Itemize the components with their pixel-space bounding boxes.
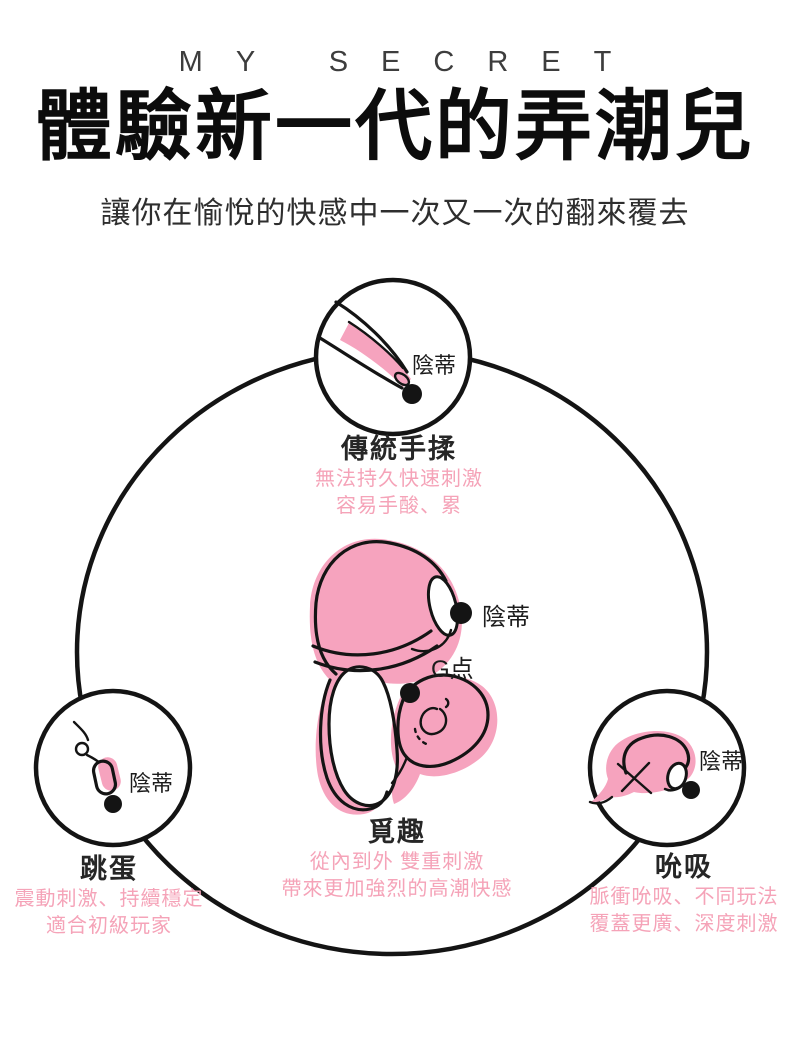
method-desc2-suction: 覆蓋更廣、深度刺激 [589, 913, 779, 935]
clitoris-dot-right [682, 781, 700, 799]
method-desc1-hand: 無法持久快速刺激 [315, 468, 483, 490]
method-caption-egg: 跳蛋 震動刺激、持續穩定 適合初級玩家 [15, 853, 204, 940]
method-desc1-egg: 震動刺激、持續穩定 [14, 888, 204, 910]
method-desc2-egg: 適合初級玩家 [46, 915, 172, 937]
clitoris-label-left: 陰蒂 [129, 771, 174, 796]
clitoris-dot-center [450, 602, 472, 624]
method-desc1-product: 從內到外 雙重刺激 [309, 851, 485, 873]
subtitle: 讓你在愉悅的快感中一次又一次的翻來覆去 [100, 197, 690, 230]
g-spot-label: G点 [431, 656, 474, 683]
method-name-product: 覓趣 [368, 817, 426, 847]
suction-toy-illustration [588, 730, 700, 805]
bullet-vibrator-illustration [72, 720, 122, 813]
method-name-egg: 跳蛋 [80, 854, 138, 884]
method-caption-hand: 傳統手揉 無法持久快速刺激 容易手酸、累 [315, 433, 483, 520]
product-illustration [309, 538, 498, 815]
method-desc1-suction: 脈衝吮吸、不同玩法 [589, 886, 779, 908]
clitoris-dot-top [402, 384, 422, 404]
brand-name: MY SECRET [178, 46, 645, 78]
method-name-suction: 吮吸 [655, 852, 713, 882]
clitoris-label-center: 陰蒂 [482, 604, 530, 631]
method-desc2-hand: 容易手酸、累 [336, 495, 462, 517]
finger-illustration [318, 300, 422, 404]
page-title: 體驗新一代的弄潮兒 [35, 84, 755, 170]
clitoris-label-right: 陰蒂 [699, 749, 744, 774]
g-spot-dot [400, 683, 420, 703]
method-caption-suction: 吮吸 脈衝吮吸、不同玩法 覆蓋更廣、深度刺激 [590, 851, 779, 938]
clitoris-dot-left [104, 795, 122, 813]
method-desc2-product: 帶來更加強烈的高潮快感 [281, 878, 513, 900]
method-name-hand: 傳統手揉 [341, 434, 457, 464]
method-caption-product: 覓趣 從內到外 雙重刺激 帶來更加強烈的高潮快感 [282, 816, 513, 903]
clitoris-label-top: 陰蒂 [412, 353, 457, 378]
